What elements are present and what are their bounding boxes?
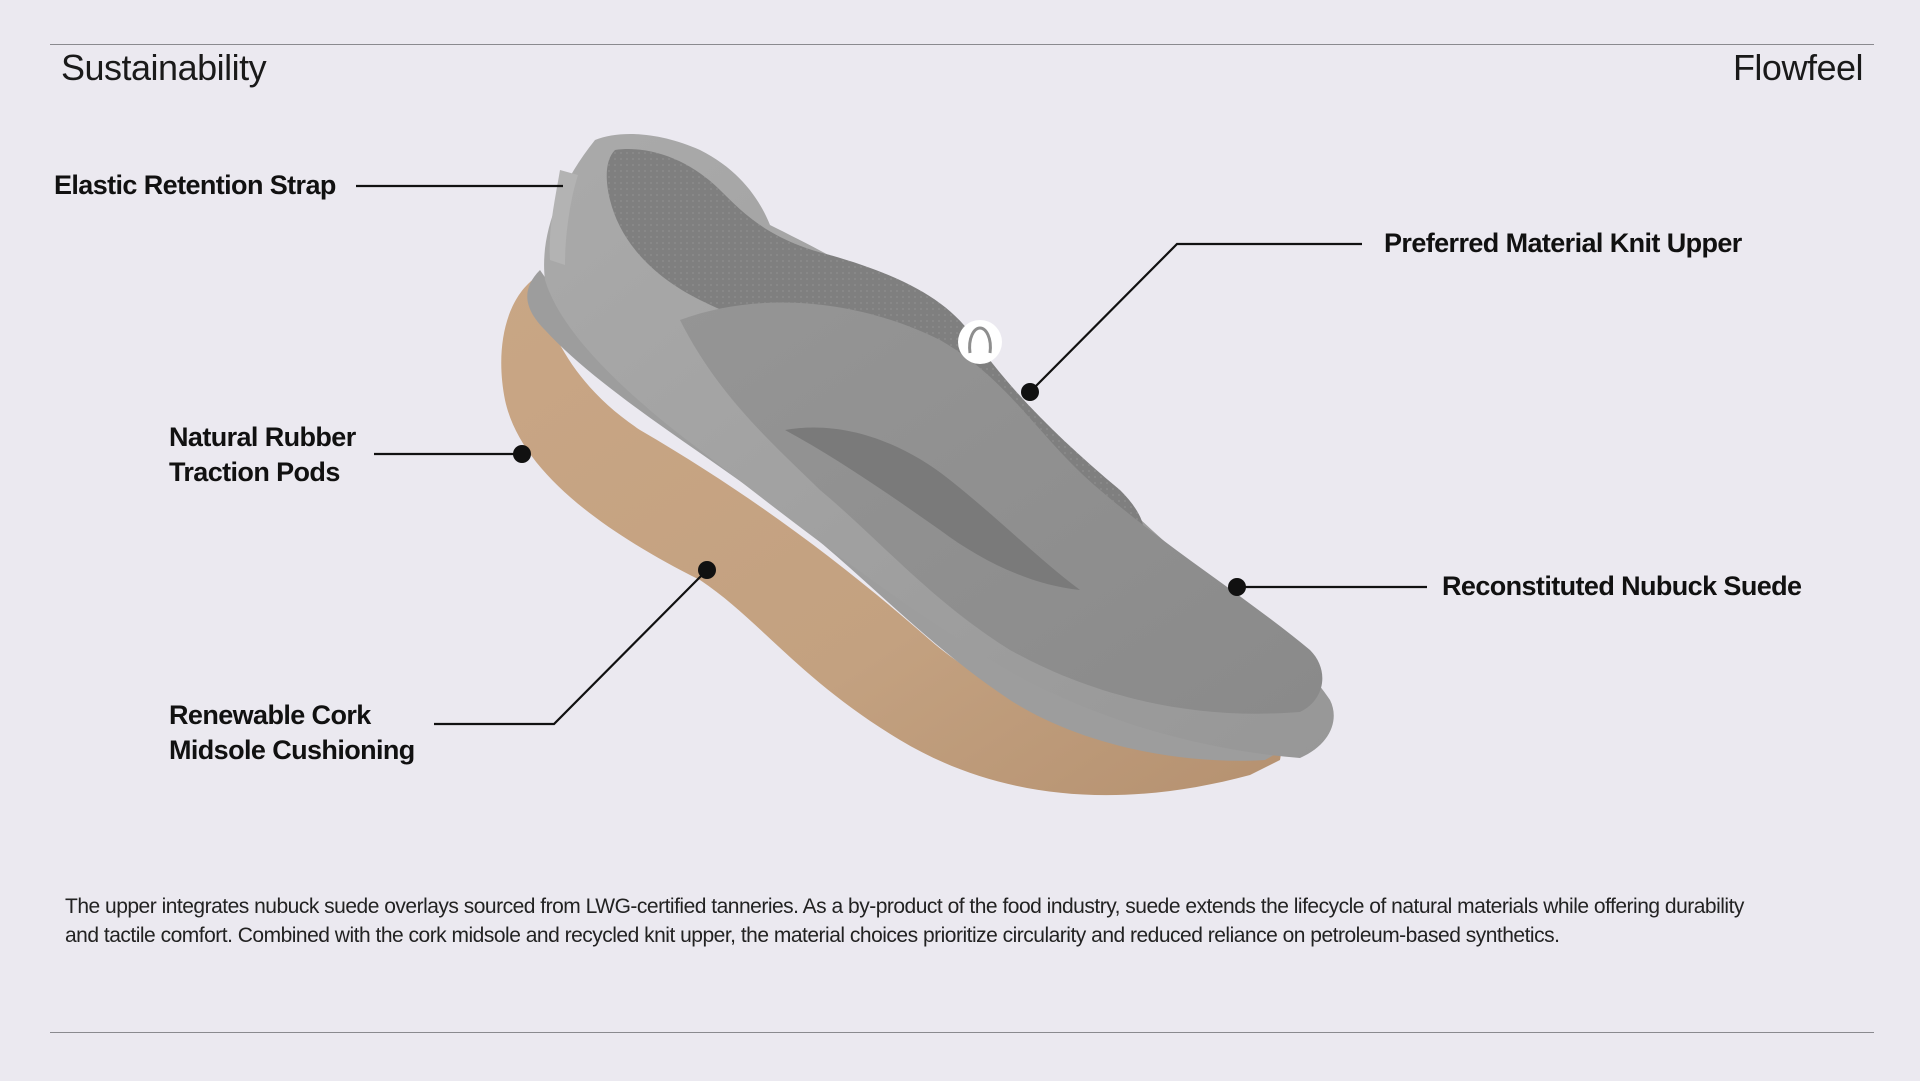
- callout-knit: Preferred Material Knit Upper: [1384, 226, 1742, 261]
- dot-cork: [698, 561, 716, 579]
- dot-suede: [1228, 578, 1246, 596]
- callout-suede: Reconstituted Nubuck Suede: [1442, 569, 1801, 604]
- bottom-rule: [50, 1032, 1874, 1033]
- callout-strap: Elastic Retention Strap: [54, 168, 336, 203]
- callout-rubber: Natural Rubber Traction Pods: [169, 420, 356, 490]
- description-line1: The upper integrates nubuck suede overla…: [65, 892, 1865, 921]
- dot-knit: [1021, 383, 1039, 401]
- callout-rubber-line1: Natural Rubber: [169, 420, 356, 455]
- callout-strap-line1: Elastic Retention Strap: [54, 168, 336, 203]
- callout-cork: Renewable Cork Midsole Cushioning: [169, 698, 415, 768]
- callout-cork-line1: Renewable Cork: [169, 698, 415, 733]
- description-line2: and tactile comfort. Combined with the c…: [65, 921, 1865, 950]
- callout-rubber-line2: Traction Pods: [169, 455, 356, 490]
- brand-logo-icon: [958, 320, 1002, 364]
- leader-knit: [1030, 244, 1362, 392]
- callout-knit-line1: Preferred Material Knit Upper: [1384, 226, 1742, 261]
- callout-suede-line1: Reconstituted Nubuck Suede: [1442, 569, 1801, 604]
- callout-cork-line2: Midsole Cushioning: [169, 733, 415, 768]
- description: The upper integrates nubuck suede overla…: [65, 892, 1865, 950]
- leader-cork: [434, 570, 707, 724]
- dot-rubber: [513, 445, 531, 463]
